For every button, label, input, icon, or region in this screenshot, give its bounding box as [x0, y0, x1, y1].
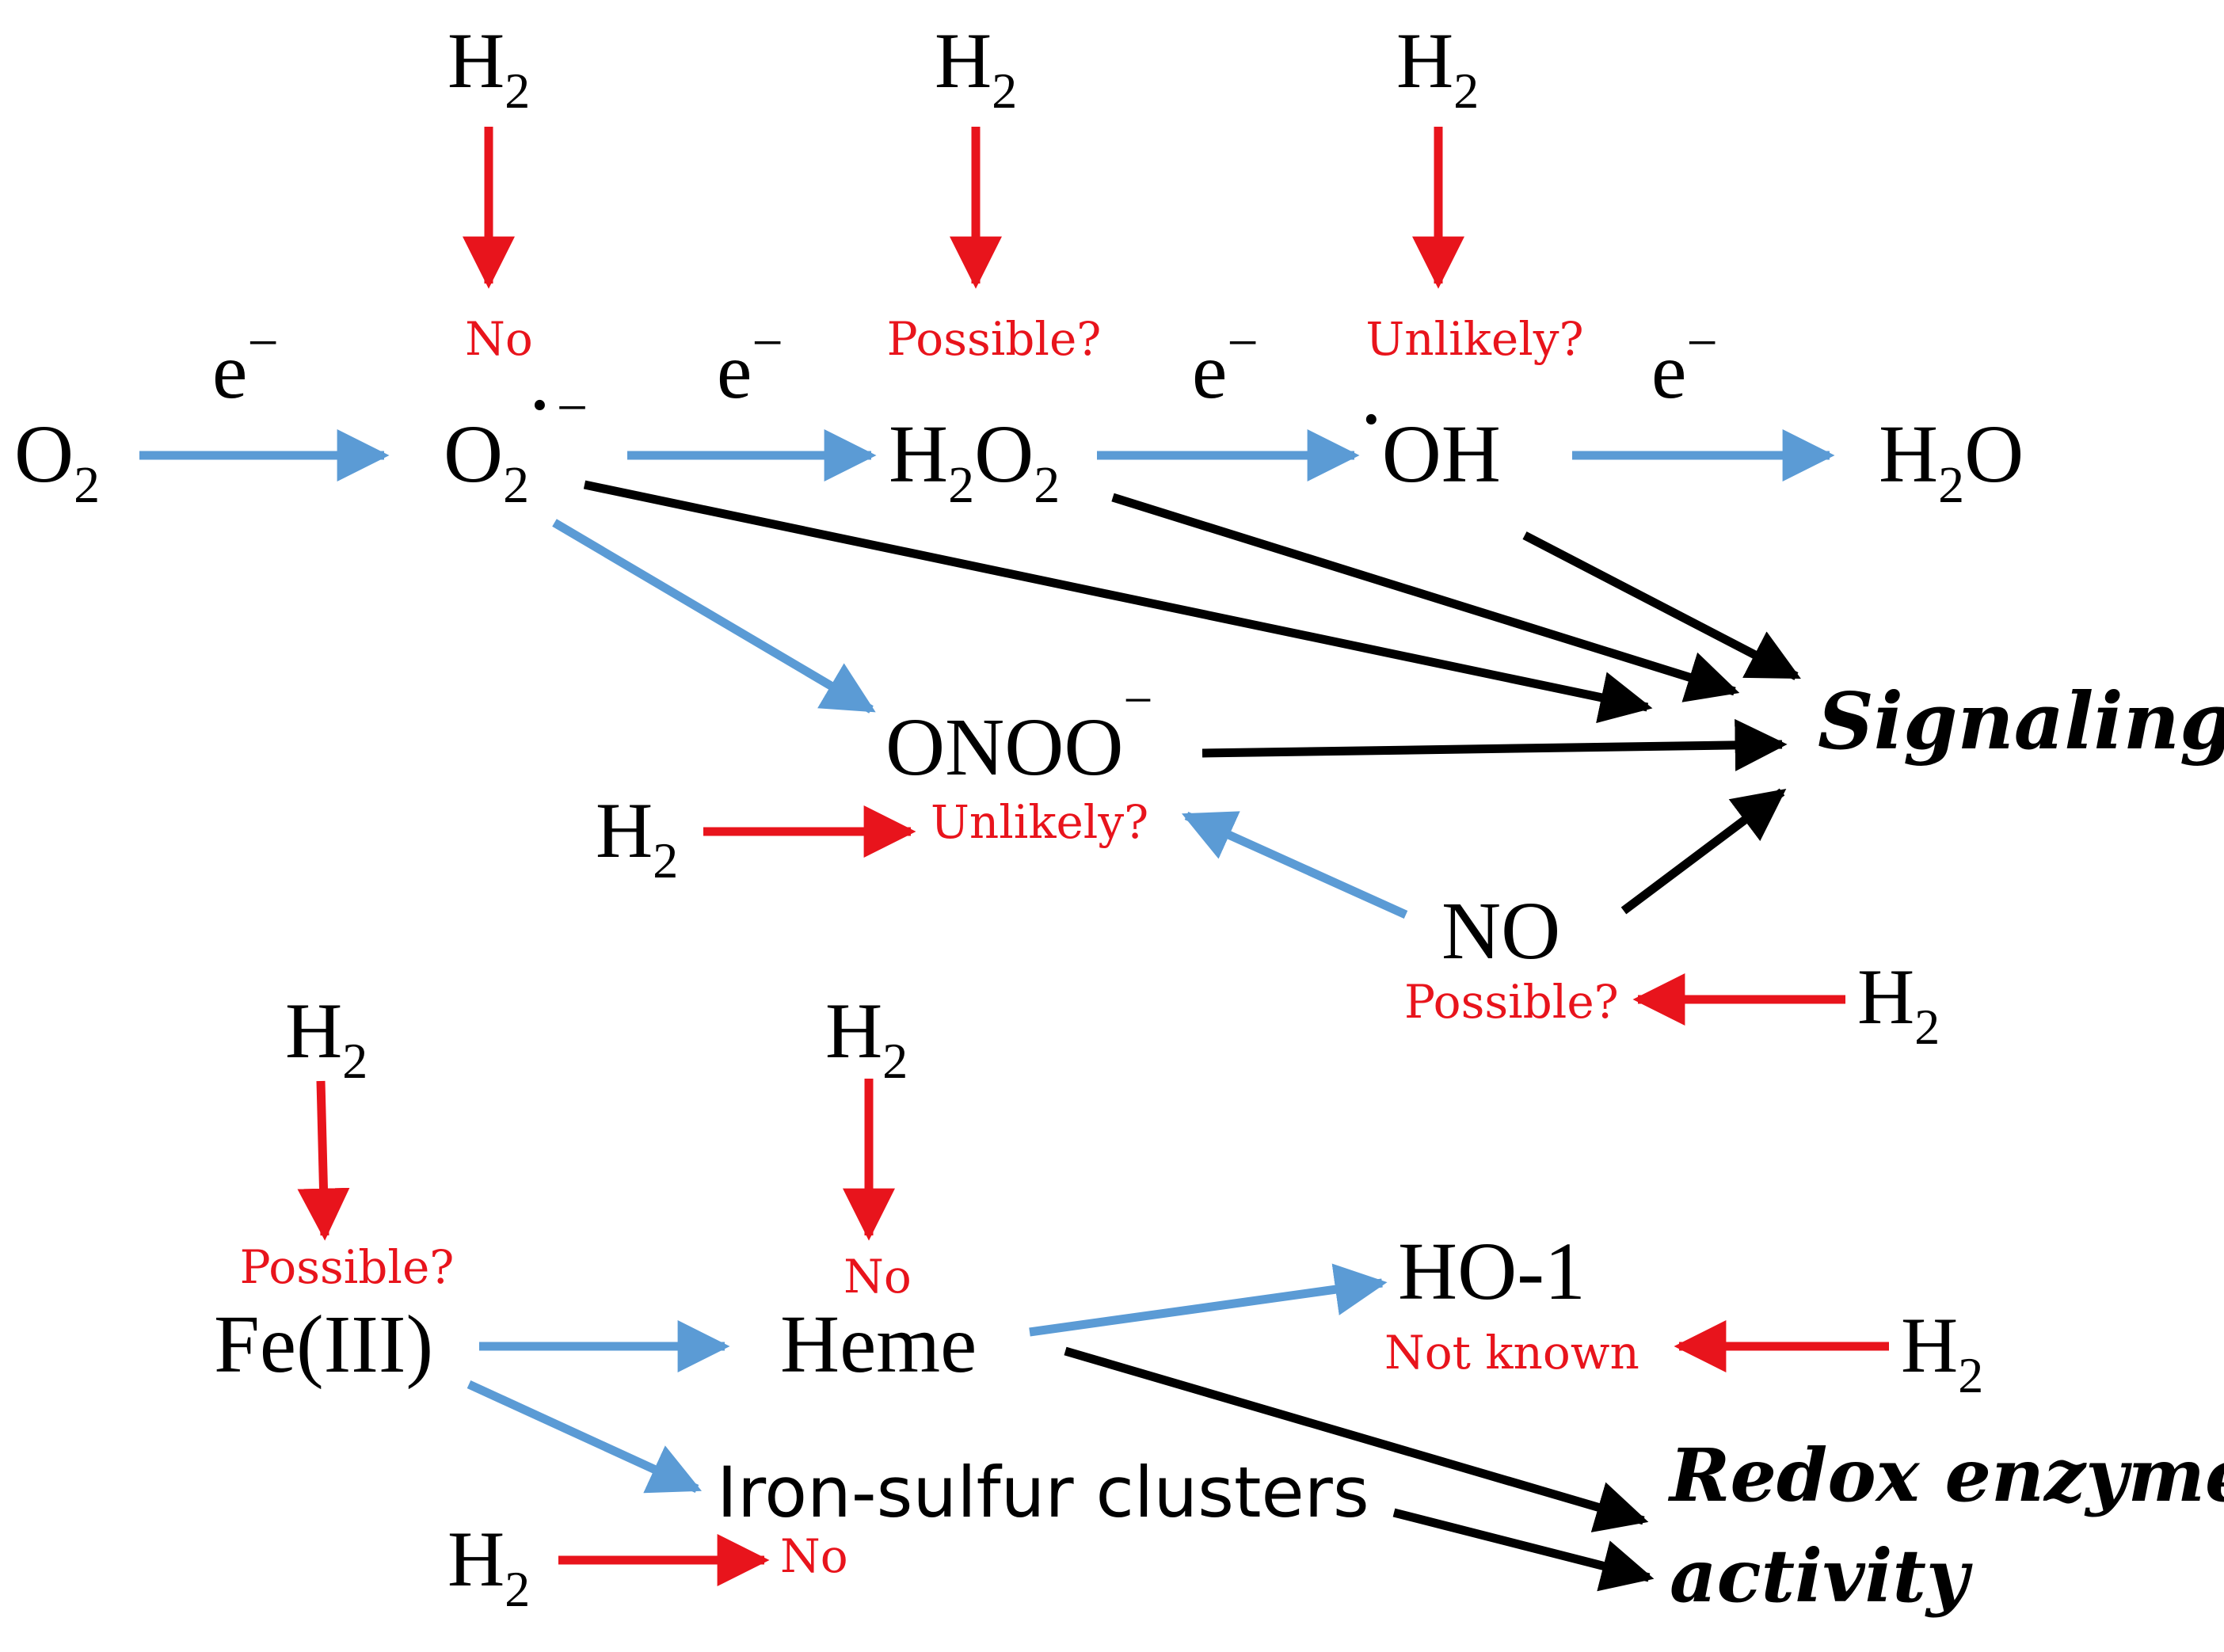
effect-hydroxyl: Unlikely? [1365, 312, 1583, 366]
effect-ho1: Not known [1384, 1326, 1639, 1380]
h2-effect-labels: No Possible? Unlikely? Unlikely? Possibl… [240, 312, 1639, 1583]
h2-above-superoxide: H2 [447, 17, 530, 119]
effect-peroxynitrite: Unlikely? [931, 795, 1148, 849]
h2-left-of-peroxynitrite: H2 [596, 786, 678, 889]
species-heme: Heme [780, 1299, 977, 1390]
arrow-superoxide-to-signaling [583, 480, 1653, 724]
species-peroxynitrite: ONOO− [885, 672, 1153, 793]
h2-above-hydroxyl: H2 [1396, 17, 1479, 119]
species-fes: Iron-sulfur clusters [717, 1452, 1369, 1533]
arrow-h2-to-iron [297, 1080, 350, 1241]
species-water: H2O [1879, 409, 2024, 514]
electrons: e− e− e− e− [212, 313, 1718, 415]
effect-h2o2: Possible? [887, 312, 1102, 366]
outcomes: Signaling Redox enzyme activity [1667, 676, 2224, 1619]
arrow-h2o2-to-signaling [1111, 493, 1740, 702]
species-superoxide: O2·− [444, 371, 588, 514]
electron-2: e− [717, 313, 783, 415]
arrow-heme-to-redox [1064, 1346, 1649, 1532]
arrow-peroxynitrite-to-signaling [1201, 718, 1788, 771]
outcome-redox-line2: activity [1670, 1533, 1973, 1619]
effect-superoxide: No [465, 312, 533, 366]
effect-no: Possible? [1404, 975, 1619, 1029]
arrow-no-to-peroxynitrite [1181, 811, 1408, 919]
arrow-superoxide-to-peroxynitrite [552, 519, 876, 714]
effect-fes: No [780, 1529, 848, 1583]
h2-above-heme: H2 [825, 987, 908, 1089]
species-iron: Fe(III) [214, 1299, 433, 1390]
electron-4: e− [1651, 313, 1718, 415]
species: O2 O2·− H2O2 ·OH H2O ONOO− NO Fe(III) He… [14, 371, 2024, 1533]
h2-left-of-fes: H2 [447, 1515, 530, 1617]
h2-above-iron: H2 [285, 987, 367, 1089]
arrow-no-to-signaling [1620, 788, 1787, 915]
effect-iron: Possible? [240, 1240, 455, 1294]
effect-heme: No [844, 1250, 912, 1304]
h2-above-h2o2: H2 [935, 17, 1017, 119]
arrow-iron-to-fes [467, 1380, 702, 1494]
electron-1: e− [212, 313, 279, 415]
outcome-redox-line1: Redox enzyme [1667, 1433, 2224, 1518]
electron-3: e− [1192, 313, 1259, 415]
arrows [139, 127, 1889, 1592]
species-hydroxyl: ·OH [1361, 385, 1501, 500]
species-o2: O2 [14, 409, 100, 514]
species-ho1: HO-1 [1398, 1226, 1586, 1317]
arrow-fes-to-redox [1392, 1508, 1655, 1592]
species-no: NO [1441, 885, 1560, 976]
arrow-heme-to-ho1 [1029, 1263, 1388, 1337]
outcome-signaling: Signaling [1818, 676, 2224, 767]
h2-right-of-no: H2 [1857, 953, 1940, 1055]
h2-reagents: H2 H2 H2 H2 H2 H2 H2 H2 H2 [285, 17, 1983, 1617]
h2-right-of-ho1: H2 [1901, 1301, 1983, 1403]
arrow-hydroxyl-to-signaling [1522, 531, 1801, 680]
species-h2o2: H2O2 [889, 409, 1060, 514]
